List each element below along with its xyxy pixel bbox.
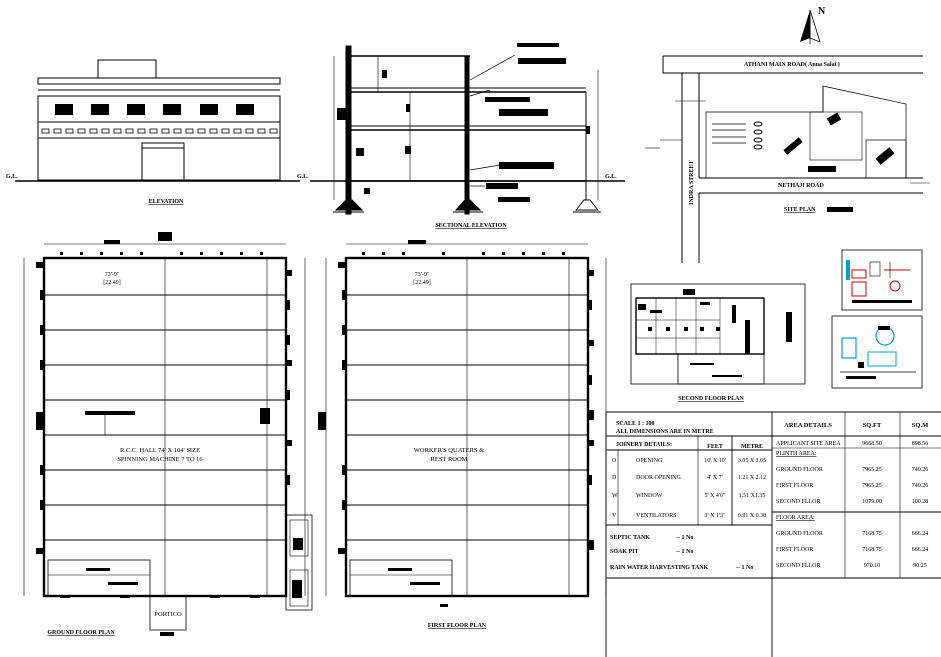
ground-hall-label-1: R.C.C. HALL 74' X 104' SIZE: [120, 447, 200, 454]
joinery-name: OPENING: [636, 458, 663, 464]
joinery-feet-header: FEET: [707, 444, 723, 450]
joinery-metre: 0.91 X 0.38: [738, 513, 766, 519]
plinth-row-label: SECOND FLLOR: [776, 499, 821, 505]
first-room-label-2: REST ROOM: [431, 456, 468, 463]
floor-row-sqm: 90.25: [913, 563, 927, 569]
dimensions-note: ALL DIMENSIONS ARE IN METRE: [616, 429, 714, 435]
first-floor-dimension-ticks: [342, 252, 592, 510]
rainwater-tank-detail-thumbnail: [831, 315, 923, 389]
ground-hall-label-2: SPINNING MACHINE 7 TO 16: [117, 456, 203, 463]
floor-row-sqm: 666.24: [912, 531, 929, 537]
scale-label: SCALE 1 : 100: [616, 421, 655, 427]
plinth-row-sqm: 740.26: [912, 467, 929, 473]
second-floor-plan-drawing: [630, 283, 806, 385]
plinth-row-sqm: 100.28: [912, 499, 929, 505]
fixture-count: -- 1 No: [736, 565, 753, 571]
ground-floor-dimension-ticks: [40, 252, 290, 510]
plinth-row-sqft: 7965.25: [862, 467, 882, 473]
joinery-code: D: [612, 475, 617, 481]
portico-label: PORTICO: [154, 611, 182, 618]
sqm-header: SQ.M: [912, 422, 928, 429]
first-floor-openings: [318, 240, 594, 607]
second-floor-fills: [638, 289, 792, 377]
fixtures-list: SEPTIC TANK -- 1 No SOAK PIT -- 1 No RAI…: [610, 535, 753, 571]
joinery-metre: 1.51 X1.35: [739, 493, 766, 499]
fixture-name: SEPTIC TANK: [610, 535, 650, 541]
area-rows: APPLICANT SITE AREA 9668.50 898.56 PLINT…: [776, 441, 928, 569]
first-dimension-metric: [22.49]: [413, 280, 431, 286]
sectional-elevation-drawing: [310, 45, 625, 215]
joinery-code: V: [612, 513, 617, 519]
joinery-metre-header: METRE: [741, 444, 763, 450]
joinery-name: WINDOW: [636, 493, 663, 499]
ground-dimension-label: 73'-9": [105, 272, 120, 278]
first-floor-plan-title: FIRST FLOOR PLAN: [428, 623, 487, 629]
elevation-ventilators: [41, 128, 278, 134]
north-label: N: [818, 6, 826, 17]
area-details-header: AREA DETAILS: [784, 422, 832, 429]
joinery-feet: 5' X 4'6": [705, 493, 726, 499]
fixture-count: -- 1 No: [676, 535, 693, 541]
site-plan-fills: [783, 112, 895, 212]
joinery-metre: 3.05 X 3.05: [738, 458, 766, 464]
joinery-rows: O OPENING 10' X 10' 3.05 X 3.05 D DOOR O…: [612, 458, 766, 519]
floor-row-label: GROUND FLOOR: [776, 531, 823, 537]
joinery-feet: 3' X 1'3": [705, 513, 726, 519]
fixture-count: -- 1 No: [676, 549, 693, 555]
applicant-site-label: APPLICANT SITE AREA: [776, 441, 841, 447]
joinery-feet: 4' X 7': [707, 475, 723, 481]
ground-floor-plan-drawing: [23, 243, 313, 631]
plinth-row-label: FIRST FLOOR: [776, 483, 813, 489]
main-road-label: ATHANI MAIN ROAD( Anna Salai ): [744, 61, 840, 68]
sectional-gl-label-right: G.L.: [605, 174, 617, 180]
elevation-gl-label: G.L.: [6, 174, 18, 180]
septic-tank-detail-thumbnail: [841, 249, 923, 311]
joinery-feet: 10' X 10': [704, 458, 726, 464]
floor-row-label: SECOND FLLOR: [776, 563, 821, 569]
section-leader-labels: [337, 43, 590, 202]
site-plan-title: SITE PLAN: [784, 207, 816, 213]
floor-area-title: FLOOR AREA:: [776, 515, 815, 521]
ground-floor-openings: [36, 232, 303, 636]
site-plan-drawing: [645, 55, 930, 263]
joinery-code: O: [612, 458, 617, 464]
joinery-name: DOOR OPENING: [636, 475, 682, 481]
floor-row-sqft: 7168.75: [862, 531, 882, 537]
plinth-row-sqft: 1079.00: [862, 499, 882, 505]
plinth-area-title: PLINTH AREA:: [776, 451, 817, 457]
fixture-name: SOAK PIT: [610, 549, 639, 555]
elevation-title: ELEVATION: [149, 199, 184, 205]
first-floor-plan-drawing: [325, 243, 607, 598]
joinery-code: W: [612, 493, 618, 499]
applicant-site-sqm: 898.56: [912, 441, 929, 447]
nethaji-road-label: NETHAJI ROAD: [778, 183, 825, 189]
ground-dimension-metric: [22.49]: [103, 280, 121, 286]
plinth-row-sqft: 7965.25: [862, 483, 882, 489]
joinery-name: VENTILATORS: [636, 513, 677, 519]
floor-row-label: FIRST FLOOR: [776, 547, 813, 553]
sectional-gl-label-left: G.L.: [297, 174, 309, 180]
ground-floor-plan-title: GROUND FLOOR PLAN: [47, 630, 115, 636]
plinth-row-sqm: 740.26: [912, 483, 929, 489]
fixture-name: RAIN WATER HARVESTING TANK: [610, 565, 709, 571]
floor-row-sqm: 666.24: [912, 547, 929, 553]
joinery-metre: 1.21 X 2.12: [738, 475, 766, 481]
joinery-header: JOINERY DETAILS:: [616, 442, 672, 448]
plinth-row-label: GROUND FLOOR: [776, 467, 823, 473]
first-room-label-1: WORKER'S QUATERS &: [414, 447, 485, 454]
applicant-site-sqft: 9668.50: [862, 441, 882, 447]
north-arrow-icon: N: [800, 6, 826, 44]
title-block-frame: [605, 411, 941, 657]
elevation-windows: [55, 104, 254, 115]
sectional-elevation-title: SECTIONAL ELEVATION: [435, 223, 507, 229]
indra-street-label: INDRA STREET: [689, 160, 695, 205]
sqft-header: SQ.FT: [863, 422, 882, 429]
floor-row-sqft: 7168.75: [862, 547, 882, 553]
second-floor-plan-title: SECOND FLOOR PLAN: [678, 396, 744, 402]
first-dimension-label: 73'-9": [415, 272, 430, 278]
floor-row-sqft: 970.10: [864, 563, 881, 569]
elevation-drawing: [15, 59, 300, 182]
